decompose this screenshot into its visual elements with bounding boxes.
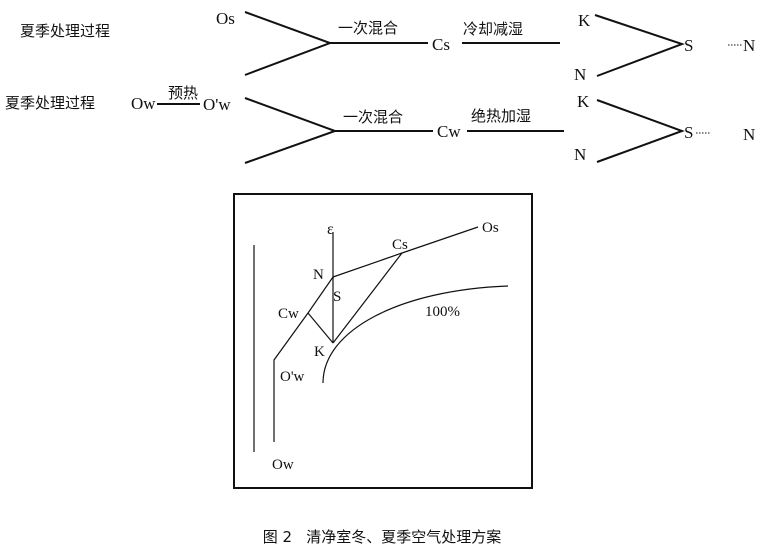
figure-caption: 图 2 清净室冬、夏季空气处理方案 [263,528,502,546]
row1-os-label: Os [216,9,235,28]
row2-mix-fork [244,97,338,164]
row2-cw-label: Cw [437,122,461,141]
cs-k-line [332,252,403,344]
row2-opw-label: O'w [203,95,231,114]
os-point-label: Os [482,220,499,236]
row2-mix-label: 一次混合 [343,108,403,126]
ow-point-label: Ow [272,457,294,473]
s-point-label: S [333,289,341,305]
epsilon-label: ε [327,221,334,238]
rh-100-label: 100% [425,304,460,320]
row1-title: 夏季处理过程 [20,22,110,40]
row1-n-in-label: N [574,65,586,84]
n-point-label: N [313,267,324,283]
summer-process-row-2: 夏季处理过程 Ow 预热 O'w 一次混合 Cw 绝热加湿 K N S N [5,84,755,164]
row2-n-out-label: N [743,125,755,144]
row2-process-label: 绝热加湿 [471,107,531,125]
saturation-curve [322,285,509,384]
opw-point-label: O'w [280,369,305,385]
row2-n-in-label: N [574,145,586,164]
row2-s-label: S [684,123,693,142]
cs-point-label: Cs [392,237,408,253]
row2-title: 夏季处理过程 [5,94,95,112]
row1-merge-fork [594,14,685,77]
row1-mix-fork [244,11,333,76]
row1-n-out-label: N [743,36,755,55]
k-point-label: K [314,344,325,360]
row2-k-label: K [577,92,590,111]
winter-process-line [273,276,334,442]
row1-mix-label: 一次混合 [338,19,398,37]
row2-ow-label: Ow [131,94,156,113]
row1-cs-label: Cs [432,35,450,54]
cw-point-label: Cw [278,306,299,322]
cw-k-line [307,312,334,344]
row1-k-label: K [578,11,591,30]
psychrometric-chart: ε N S Cw K O'w Ow Cs Os 100% [233,193,533,489]
row2-preheat-label: 预热 [168,84,198,102]
row2-merge-fork [596,99,685,163]
row1-s-label: S [684,36,693,55]
chart-frame [233,193,533,489]
summer-process-row-1: 夏季处理过程 Os 一次混合 Cs 冷却减湿 K N S N [20,9,755,84]
row1-process-label: 冷却减湿 [463,20,523,38]
